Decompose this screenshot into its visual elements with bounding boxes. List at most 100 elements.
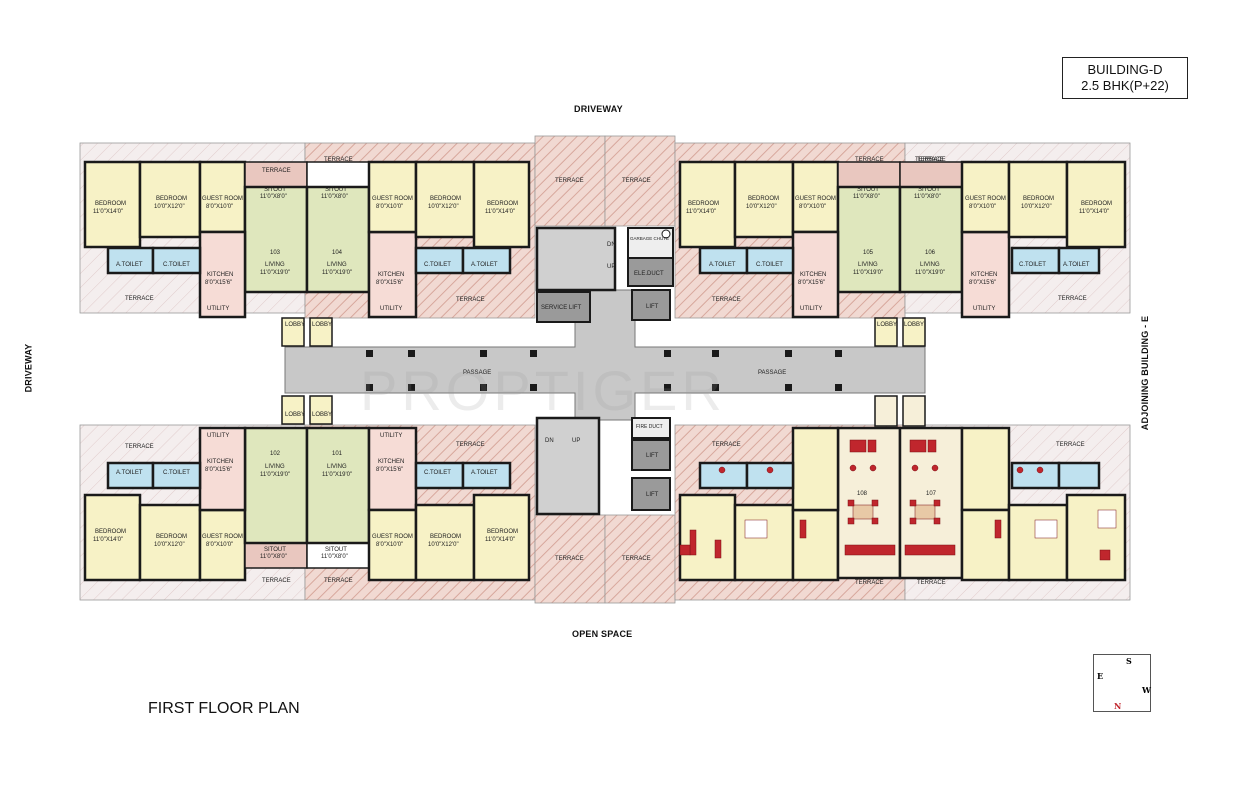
label-living: LIVING	[265, 464, 285, 470]
label-kitchen: KITCHEN	[800, 272, 826, 278]
label-garbage-chute: GARBAGE CHUTE	[630, 236, 669, 241]
label-terrace: TERRACE	[855, 157, 884, 163]
label-a-toilet: A.TOILET	[1063, 262, 1090, 268]
furniture	[679, 439, 1117, 561]
label-terrace: TERRACE	[1058, 296, 1087, 302]
label-guest-size: 8'0"X10'0"	[206, 204, 233, 210]
label-terrace: TERRACE	[555, 178, 584, 184]
label-bedroom-size: 10'0"X12'0"	[154, 542, 185, 548]
label-terrace: TERRACE	[555, 556, 584, 562]
plan-title: FIRST FLOOR PLAN	[148, 700, 300, 717]
label-up: UP	[607, 264, 615, 270]
label-dn: DN	[607, 242, 616, 248]
label-guest-room: GUEST ROOM	[372, 534, 413, 540]
label-guest-room: GUEST ROOM	[965, 196, 1006, 202]
label-guest-size: 8'0"X10'0"	[376, 204, 403, 210]
label-guest-room: GUEST ROOM	[795, 196, 836, 202]
adjoining-building-label: ADJOINING BUILDING - E	[1140, 315, 1151, 431]
label-terrace: TERRACE	[917, 580, 946, 586]
bottom-right-units	[678, 395, 1127, 582]
compass-s: S	[1126, 656, 1132, 666]
label-sitout: SITOUT	[325, 547, 347, 553]
label-kitchen: KITCHEN	[378, 272, 404, 278]
label-lobby: LOBBY	[285, 412, 305, 418]
label-terrace: TERRACE	[1056, 442, 1085, 448]
label-kitchen: KITCHEN	[207, 272, 233, 278]
compass-n: N	[1114, 701, 1122, 711]
label-lobby: LOBBY	[904, 322, 924, 328]
label-flat-103: 103	[270, 250, 281, 256]
label-a-toilet: A.TOILET	[709, 262, 736, 268]
label-terrace: TERRACE	[622, 178, 651, 184]
compass-w: W	[1142, 685, 1151, 695]
building-config: 2.5 BHK(P+22)	[1081, 78, 1169, 93]
label-living: LIVING	[858, 262, 878, 268]
label-kitchen-size: 8'0"X15'6"	[205, 280, 232, 286]
label-bedroom-size: 10'0"X12'0"	[428, 542, 459, 548]
label-up: UP	[572, 438, 580, 444]
label-kitchen: KITCHEN	[971, 272, 997, 278]
label-bedroom: BEDROOM	[1081, 201, 1112, 207]
label-guest-room: GUEST ROOM	[202, 534, 243, 540]
building-name: BUILDING-D	[1087, 62, 1163, 77]
label-service-lift: SERVICE LIFT	[541, 305, 582, 311]
label-sitout-size: 11'0"X8'0"	[853, 194, 880, 200]
label-terrace: TERRACE	[917, 157, 946, 163]
label-flat-106: 106	[925, 250, 936, 256]
label-kitchen-size: 8'0"X15'6"	[798, 280, 825, 286]
label-bedroom-size: 11'0"X14'0"	[485, 537, 515, 543]
terrace-core-top-right	[604, 135, 676, 227]
label-sitout: SITOUT	[264, 547, 286, 553]
label-sitout-size: 11'0"X8'0"	[321, 194, 348, 200]
label-guest-size: 8'0"X10'0"	[376, 542, 403, 548]
label-bedroom: BEDROOM	[156, 534, 187, 540]
label-bedroom: BEDROOM	[748, 196, 779, 202]
label-sitout: SITOUT	[264, 187, 286, 193]
core	[535, 226, 674, 516]
label-lobby: LOBBY	[877, 322, 897, 328]
building-title-box: BUILDING-D 2.5 BHK(P+22)	[1062, 57, 1188, 99]
label-living-size: 11'0"X19'0"	[260, 270, 290, 276]
label-sitout: SITOUT	[857, 187, 879, 193]
label-a-toilet: A.TOILET	[116, 470, 143, 476]
label-flat-104: 104	[332, 250, 343, 256]
label-terrace: TERRACE	[456, 442, 485, 448]
label-guest-size: 8'0"X10'0"	[799, 204, 826, 210]
label-dn: DN	[545, 438, 554, 444]
label-c-toilet: C.TOILET	[163, 262, 190, 268]
label-living: LIVING	[327, 262, 347, 268]
open-space-label: OPEN SPACE	[572, 629, 633, 639]
label-bedroom: BEDROOM	[487, 529, 518, 535]
label-terrace: TERRACE	[262, 578, 291, 584]
label-kitchen-size: 8'0"X15'6"	[969, 280, 996, 286]
label-bedroom-size: 11'0"X14'0"	[93, 209, 123, 215]
label-utility: UTILITY	[207, 306, 229, 312]
label-kitchen-size: 8'0"X15'6"	[376, 280, 403, 286]
label-bedroom: BEDROOM	[487, 201, 518, 207]
label-utility: UTILITY	[380, 306, 402, 312]
terrace-core-top-left	[534, 135, 606, 227]
watermark: PROPTIGER	[360, 359, 726, 422]
label-c-toilet: C.TOILET	[756, 262, 783, 268]
label-living-size: 11'0"X19'0"	[853, 270, 883, 276]
label-terrace: TERRACE	[262, 168, 291, 174]
label-sitout: SITOUT	[918, 187, 940, 193]
label-living-size: 11'0"X19'0"	[260, 472, 290, 478]
label-c-toilet: C.TOILET	[1019, 262, 1046, 268]
label-terrace: TERRACE	[324, 578, 353, 584]
label-bedroom-size: 11'0"X14'0"	[686, 209, 716, 215]
label-flat-108: 108	[857, 491, 868, 497]
label-kitchen: KITCHEN	[207, 459, 233, 465]
label-fire-duct: FIRE DUCT	[636, 424, 663, 430]
label-bedroom: BEDROOM	[95, 201, 126, 207]
label-a-toilet: A.TOILET	[471, 470, 498, 476]
passage-columns	[366, 350, 842, 391]
label-utility: UTILITY	[380, 433, 402, 439]
top-right-units	[678, 160, 1127, 347]
terrace-core-bottom-left	[534, 514, 606, 604]
label-guest-room: GUEST ROOM	[372, 196, 413, 202]
label-kitchen-size: 8'0"X15'6"	[205, 467, 232, 473]
compass: S E W N	[1093, 654, 1151, 712]
label-bedroom-size: 11'0"X14'0"	[485, 209, 515, 215]
label-bedroom-size: 10'0"X12'0"	[746, 204, 777, 210]
